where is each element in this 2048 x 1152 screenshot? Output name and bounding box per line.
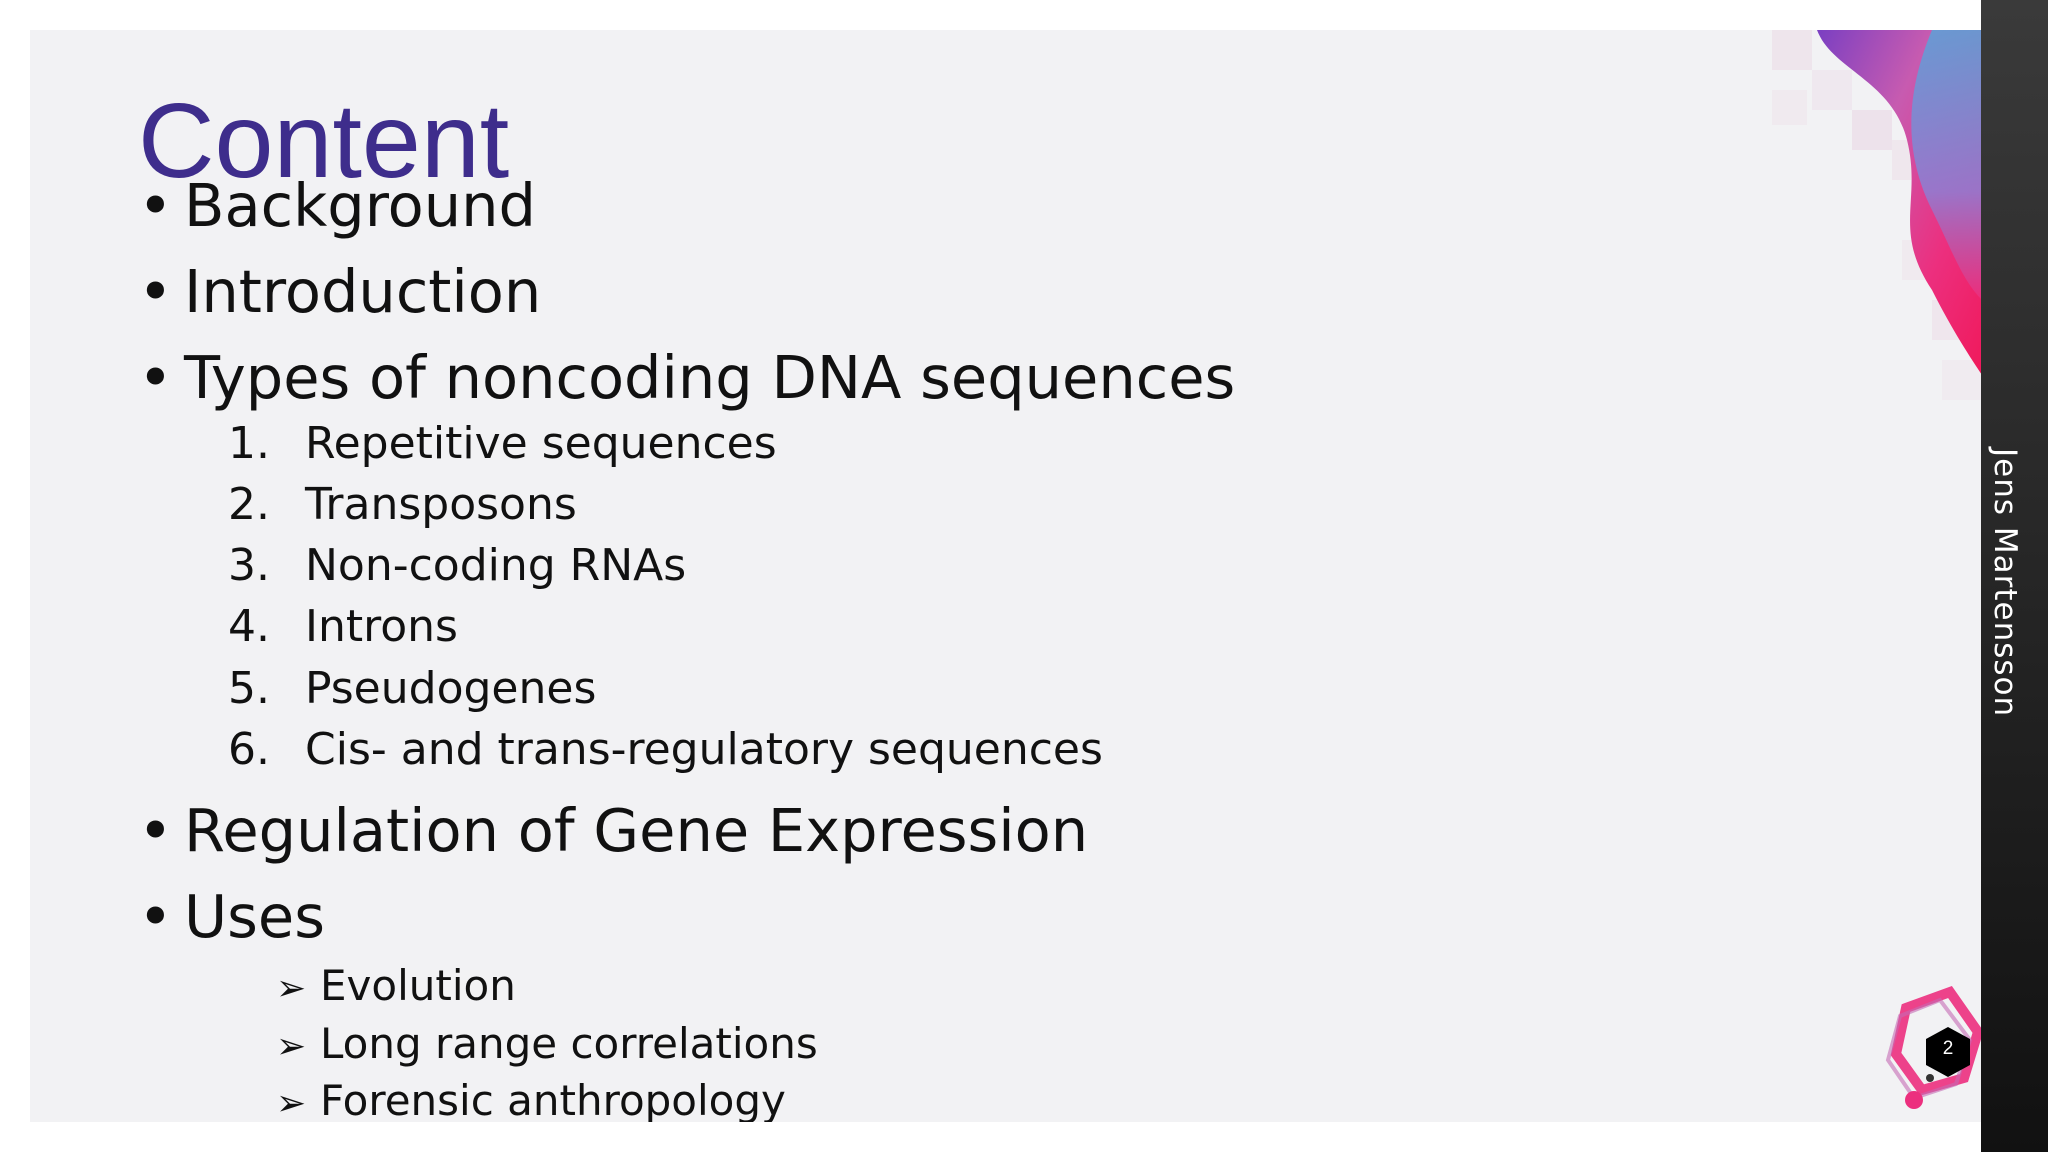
right-sidebar — [1981, 0, 2048, 1152]
page-number-badge: 2 — [1922, 1026, 1974, 1078]
bullet-item: •Types of noncoding DNA sequences — [138, 348, 1235, 407]
arrow-icon: ➢ — [276, 968, 307, 1009]
item-text: Introns — [305, 601, 458, 652]
numbered-item: 1.Repetitive sequences — [228, 422, 777, 466]
item-number: 3. — [228, 540, 270, 591]
numbered-item: 4.Introns — [228, 605, 458, 649]
arrow-icon: ➢ — [276, 1026, 307, 1067]
bullet-item: •Introduction — [138, 262, 541, 321]
arrow-icon: ➢ — [276, 1083, 307, 1122]
numbered-item: 2.Transposons — [228, 483, 577, 527]
hexagon-decoration — [1885, 985, 1982, 1109]
item-number: 2. — [228, 479, 270, 530]
numbered-item: 3.Non-coding RNAs — [228, 544, 686, 588]
item-text: Repetitive sequences — [305, 418, 777, 469]
item-text: Transposons — [305, 479, 577, 530]
sub-bullet-text: Long range correlations — [320, 1019, 818, 1068]
bullet-item: •Regulation of Gene Expression — [138, 801, 1088, 860]
bullet-text: Regulation of Gene Expression — [184, 796, 1089, 865]
sub-bullet-item: ➢Evolution — [276, 965, 516, 1007]
numbered-item: 5.Pseudogenes — [228, 667, 596, 711]
author-name: Jens Martensson — [1987, 448, 2023, 718]
bullet-text: Introduction — [184, 257, 542, 326]
bullet-icon: • — [138, 882, 173, 951]
bullet-text: Uses — [184, 882, 325, 951]
bullet-item: •Background — [138, 176, 536, 235]
item-number: 4. — [228, 601, 270, 652]
sub-bullet-text: Forensic anthropology — [320, 1076, 786, 1122]
item-text: Pseudogenes — [305, 663, 597, 714]
hexagon-icon — [1926, 1027, 1970, 1077]
item-text: Cis- and trans-regulatory sequences — [305, 724, 1103, 775]
numbered-item: 6.Cis- and trans-regulatory sequences — [228, 728, 1103, 772]
sub-bullet-text: Evolution — [320, 961, 516, 1010]
bullet-item: •Uses — [138, 887, 325, 946]
bullet-icon: • — [138, 257, 173, 326]
bullet-icon: • — [138, 796, 173, 865]
bullet-icon: • — [138, 171, 173, 240]
sub-bullet-item: ➢Forensic anthropology — [276, 1080, 786, 1122]
swirl-decoration — [1817, 30, 1982, 375]
slide-canvas: Content •Background •Introduction •Types… — [30, 30, 1982, 1122]
slide-title: Content — [138, 82, 510, 200]
bullet-icon: • — [138, 343, 173, 412]
sub-bullet-item: ➢Long range correlations — [276, 1023, 818, 1065]
item-text: Non-coding RNAs — [305, 540, 687, 591]
item-number: 5. — [228, 663, 270, 714]
bullet-text: Types of noncoding DNA sequences — [184, 343, 1236, 412]
item-number: 6. — [228, 724, 270, 775]
page-number: 2 — [1942, 1038, 1954, 1059]
bullet-text: Background — [184, 171, 536, 240]
item-number: 1. — [228, 418, 270, 469]
